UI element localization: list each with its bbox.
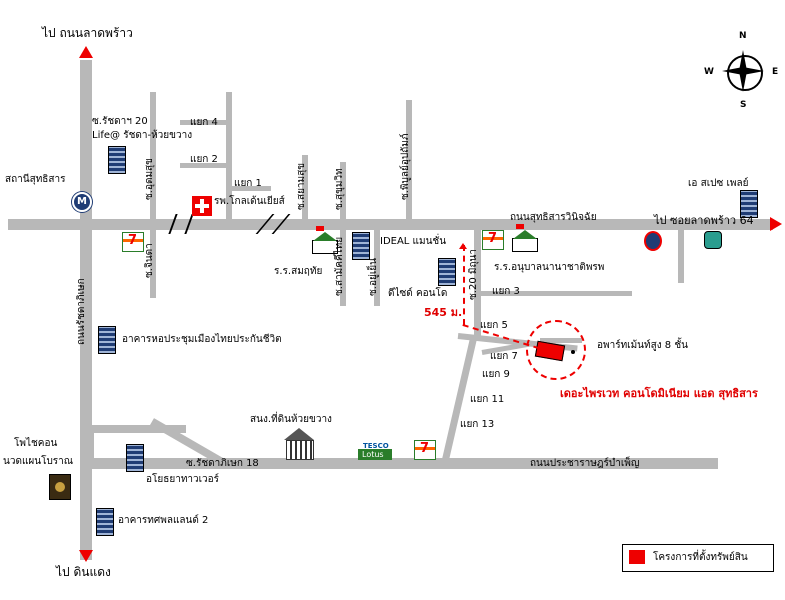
label-school-anuban: ร.ร.อนุบาลนานาชาติพรพ [494, 262, 605, 273]
compass-s: S [740, 100, 747, 110]
label-yaek5: แยก 5 [480, 320, 508, 331]
label-yaek13: แยก 13 [460, 419, 495, 430]
label-soi20: ซ.20 มิถุนา [468, 249, 479, 300]
label-soi-sukhumvit: ซ.สุขุมวิท [334, 168, 345, 210]
label-north: ไป ถนนลาดพร้าว [42, 26, 133, 40]
label-thai-insurance: อาคารหอประชุมเมืองไทยประกันชีวิต [122, 334, 282, 345]
label-massage: นวดแผนโบราณ [3, 456, 74, 467]
label-east: ไป ซอยลาดพร้าว 64 [654, 214, 754, 227]
label-yaek9: แยก 9 [482, 369, 510, 380]
road-pracharat [86, 458, 718, 469]
seven-eleven-icon-3 [414, 440, 436, 460]
poseidon-logo-icon [49, 474, 71, 500]
building-icon-dcondo [438, 258, 456, 286]
label-yaek3: แยก 3 [492, 286, 520, 297]
building-icon-tosapol [96, 508, 114, 536]
label-soi-phiboon: ซ.พิบูลย์อุปถัมภ์ [400, 133, 411, 200]
label-yaek7: แยก 7 [490, 351, 518, 362]
road-soi-sayam [302, 155, 308, 222]
hospital-icon [192, 196, 212, 216]
label-yaek2: แยก 2 [190, 154, 218, 165]
compass-icon [722, 50, 764, 92]
label-soi-sayam: ซ.สยามสุข [296, 162, 307, 210]
label-land-office: สนง.ที่ดินห้วยขวาง [250, 414, 332, 425]
road-yaek1 [226, 186, 271, 191]
east-arrow-icon [770, 217, 782, 231]
label-school-somruetai: ร.ร.สมฤทัย [274, 266, 323, 277]
label-distance: 545 ม. [424, 306, 463, 319]
road-yaek3 [478, 291, 632, 296]
road-yaek4 [180, 120, 230, 125]
seven-eleven-icon-2 [482, 230, 504, 250]
label-soi-yuphum: ซ.อยู่เย็น [368, 258, 379, 296]
ptt-station-icon [644, 231, 662, 251]
road-soi-20-mithuna [474, 228, 481, 338]
rail-crossing-icon [168, 214, 194, 234]
label-pracharat: ถนนประชาราษฎร์บำเพ็ญ [530, 458, 640, 469]
road-ratchada18-link [86, 425, 94, 465]
distance-line-vertical [463, 245, 465, 325]
land-office-icon [282, 428, 316, 460]
label-phochon: โพไชคอน [14, 438, 58, 449]
south-arrow-icon [79, 550, 93, 562]
road-east-soi [678, 228, 684, 283]
label-ratchada-road: ถนนรัชดาภิเษก [76, 278, 87, 345]
mrt-station-icon: M [72, 192, 92, 212]
tesco-lotus-icon: TESCO Lotus [358, 440, 394, 460]
compass-n: N [739, 31, 747, 41]
school-icon-anuban [512, 224, 538, 252]
road-soi-yaek [226, 92, 232, 222]
label-soi-samakkhi: ซ.สามัคคีไทย [334, 236, 345, 296]
target-circle [526, 320, 586, 380]
label-soi-udomsuk: ซ.อุดมสุข [144, 158, 155, 200]
label-project: เดอะไพรเวท คอนโดมิเนียม แอด สุทธิสาร [560, 387, 758, 400]
compass-e: E [772, 67, 779, 77]
north-arrow-icon [79, 46, 93, 58]
compass-w: W [704, 67, 714, 77]
distance-arrow-up [459, 243, 467, 249]
bangchak-station-icon [704, 231, 722, 249]
seven-eleven-icon [122, 232, 144, 252]
label-ideal: IDEAL แมนชั่น [380, 236, 447, 247]
legend-box: โครงการที่ตั้งทรัพย์สิน [622, 544, 774, 572]
road-soi-yuphum [374, 228, 380, 306]
label-ayutthaya: อโยธยาทาวเวอร์ [146, 474, 220, 485]
building-icon-ayutthaya [126, 444, 144, 472]
label-yaek4: แยก 4 [190, 117, 218, 128]
label-yaek1: แยก 1 [234, 178, 262, 189]
label-dcondo: ดีไซด์ คอนโด [388, 288, 448, 299]
legend-text: โครงการที่ตั้งทรัพย์สิน [653, 552, 748, 563]
label-soi-chinda: ซ.จินดา [144, 243, 155, 278]
label-hospital: รพ.โกลเด้นเยียส์ [214, 196, 285, 207]
legend-swatch [629, 550, 645, 564]
road-yaek2 [180, 163, 230, 168]
building-icon-somruetai [352, 232, 370, 260]
label-sutthisan-road: ถนนสุทธิสารวินิจฉัย [510, 212, 597, 223]
label-station: สถานีสุทธิสาร [5, 174, 66, 185]
label-expace: เอ สเปซ เพลย์ [688, 178, 749, 189]
property-dot [571, 350, 575, 354]
tesco-label: TESCO [363, 442, 389, 450]
label-ratchada18: ซ.รัชดาภิเษก 18 [186, 458, 259, 469]
label-south: ไป ดินแดง [56, 565, 111, 579]
road-ratchada18-top [86, 425, 186, 433]
road-soi-20 [150, 92, 156, 222]
label-tosapol: อาคารทศพลแลนด์ 2 [118, 515, 209, 526]
label-life: Life@ รัชดา-ห้วยขวาง [92, 130, 193, 141]
label-ratchada20: ซ.รัชดาฯ 20 [92, 116, 148, 127]
road-soi-sukhumvit [340, 162, 346, 222]
road-soi-chinda [150, 228, 156, 298]
lotus-label: Lotus [362, 450, 384, 459]
road-soi-samakkhi [340, 228, 346, 306]
building-icon-insurance [98, 326, 116, 354]
building-icon-expace [740, 190, 758, 218]
road-sutthisan [8, 219, 773, 230]
road-soi-phiboon [406, 100, 412, 222]
label-apartment: อพาร์ทเม้นท์สูง 8 ชั้น [597, 340, 688, 351]
building-icon-life [108, 146, 126, 174]
label-yaek11: แยก 11 [470, 394, 505, 405]
school-icon-somruetai [312, 226, 338, 254]
